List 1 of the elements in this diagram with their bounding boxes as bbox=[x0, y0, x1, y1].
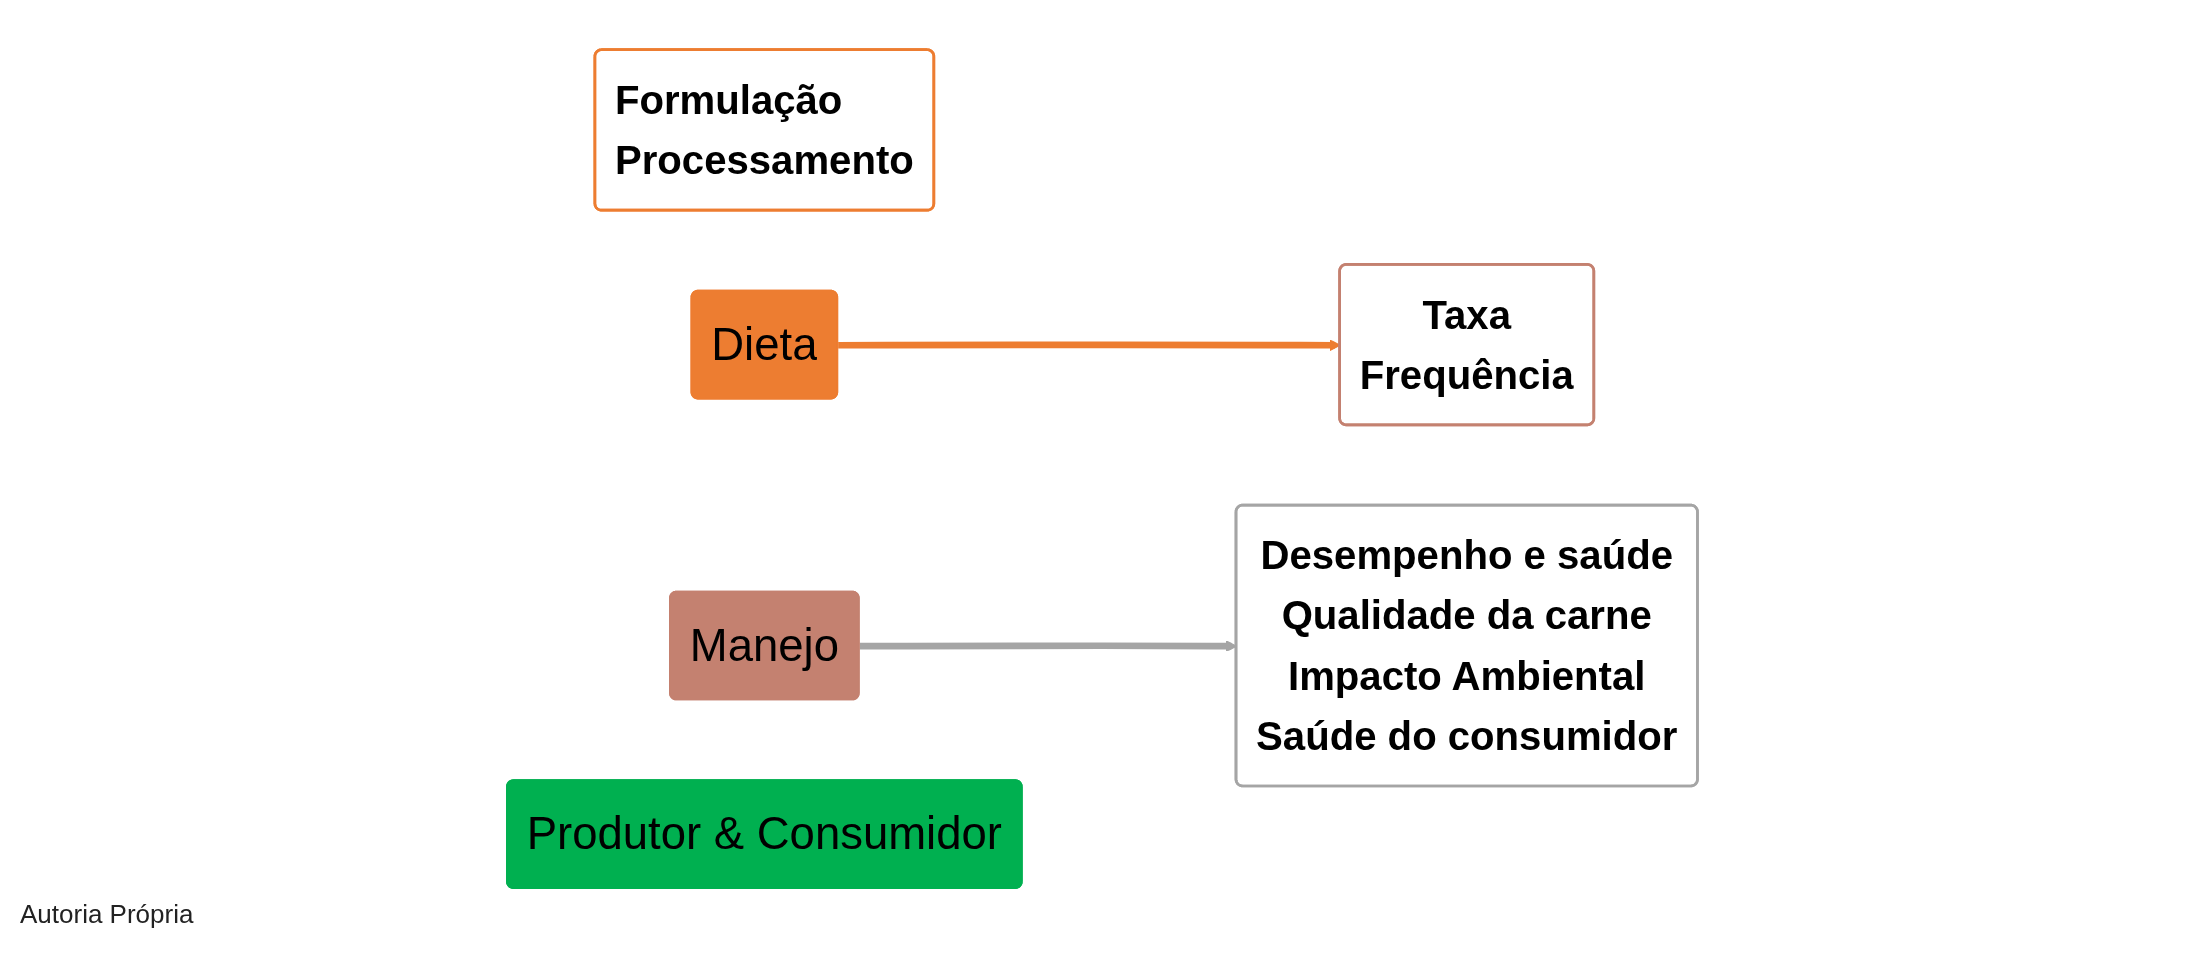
caption: Autoria Própria bbox=[20, 898, 194, 930]
